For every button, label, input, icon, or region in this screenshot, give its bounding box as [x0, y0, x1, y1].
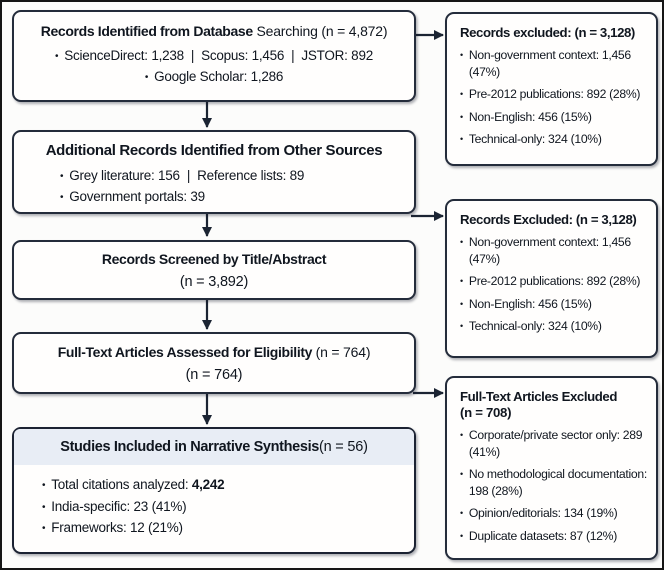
- box-records-screened: Records Screened by Title/Abstract (n = …: [12, 240, 416, 300]
- box-title: Records Identified from Database Searchi…: [14, 23, 414, 39]
- bullet-text: Duplicate datasets: 87 (12%): [468, 528, 617, 543]
- bullet-label: Total citations analyzed:: [51, 477, 192, 492]
- bullet-text: Non-English: 456 (15%): [468, 296, 592, 311]
- box-bullets: • Non-government context: 1,456 (47%) • Pr…: [460, 47, 649, 148]
- bullet-item: • Non-English: 456 (15%): [460, 109, 649, 126]
- bullet-text: No methodological documentation: 198 (28…: [468, 467, 647, 498]
- bullet-item: • Frameworks: 12 (21%): [42, 517, 404, 539]
- bullet-dot: •: [60, 191, 64, 203]
- bullet-text: Pre-2012 publications: 892 (28%): [468, 274, 641, 289]
- box-studies-included: Studies Included in Narrative Synthesis …: [12, 427, 416, 554]
- bullet-dot: •: [460, 530, 463, 541]
- box-count: (n = 3,892): [179, 273, 249, 290]
- box-records-identified: Records Identified from Database Searchi…: [12, 10, 416, 102]
- box-content: Full-Text Articles Excluded (n = 708) • C…: [447, 378, 656, 555]
- box-content: Records Excluded: (n = 3,128) • Non-gover…: [447, 201, 656, 345]
- bullet-item: • Total citations analyzed: 4,242: [42, 474, 404, 496]
- box-title: Records Screened by Title/Abstract: [101, 250, 327, 267]
- box-bullets: • Non-government context: 1,456 (47%) • Pr…: [460, 234, 649, 335]
- bullet-dot: •: [144, 71, 149, 83]
- bullet-item: • Non-English: 456 (15%): [460, 296, 649, 313]
- box-records-excluded-mid: Records Excluded: (n = 3,128) • Non-gover…: [445, 199, 658, 358]
- bullet-item: • ScienceDirect: 1,238 | Scopus: 1,456 | …: [14, 46, 414, 67]
- bullet-item: • Duplicate datasets: 87 (12%): [460, 528, 649, 545]
- box-bullets: • Corporate/private sector only: 289 (41%…: [460, 427, 649, 545]
- bullet-value: 4,242: [191, 477, 225, 492]
- title-count: (n = 56): [318, 439, 368, 455]
- bullet-text: Pre-2012 publications: 892 (28%): [468, 87, 641, 102]
- box-content: Records excluded: (n = 3,128) • Non-gover…: [447, 14, 656, 158]
- bullet-item: • Non-government context: 1,456 (47%): [460, 47, 649, 81]
- bullet-text: Google Scholar: 1,286: [154, 68, 284, 84]
- bullet-dot: •: [460, 469, 463, 480]
- bullet-item: • Non-government context: 1,456 (47%): [460, 234, 649, 268]
- bullet-text: Government portals: 39: [69, 188, 205, 204]
- bullet-text: Non-English: 456 (15%): [468, 109, 592, 124]
- bullet-text: ScienceDirect: 1,238 | Scopus: 1,456 | J…: [64, 48, 373, 63]
- title-count: Searching (n = 4,872): [252, 23, 388, 39]
- bullet-item: • Government portals: 39: [60, 187, 414, 208]
- box-title: Records Excluded: (n = 3,128): [460, 212, 637, 227]
- bullet-dot: •: [460, 321, 463, 332]
- bullet-dot: •: [460, 430, 463, 440]
- box-fulltext-excluded: Full-Text Articles Excluded (n = 708) • C…: [445, 376, 658, 560]
- box-bullets: • Total citations analyzed: 4,242 • India-…: [14, 465, 414, 539]
- bullet-dot: •: [60, 171, 64, 182]
- bullet-item: • Pre-2012 publications: 892 (28%): [460, 86, 649, 103]
- bullet-item: • India-specific: 23 (41%): [42, 496, 404, 518]
- title-bold: Full-Text Articles Assessed for Eligibil…: [57, 343, 316, 360]
- box-title: Full-Text Articles Assessed for Eligibil…: [58, 344, 371, 360]
- bullet-item: • No methodological documentation: 198 (2…: [460, 466, 649, 500]
- box-fulltext-assessed: Full-Text Articles Assessed for Eligibil…: [12, 332, 416, 394]
- bullet-dot: •: [460, 134, 463, 145]
- box-bullets: • Grey literature: 156 | Reference lists:…: [14, 166, 414, 208]
- title-count: (n = 764): [315, 343, 371, 360]
- bullet-dot: •: [460, 50, 463, 60]
- box-records-excluded-top: Records excluded: (n = 3,128) • Non-gover…: [445, 12, 658, 166]
- bullet-dot: •: [460, 298, 463, 309]
- box-count: (n = 764): [185, 366, 243, 383]
- bullet-text: Frameworks: 12 (21%): [51, 520, 183, 536]
- bullet-item: • Grey literature: 156 | Reference lists:…: [60, 166, 414, 187]
- bullet-dot: •: [460, 237, 463, 247]
- box-title: Full-Text Articles Excluded: [460, 389, 618, 404]
- bullet-dot: •: [460, 508, 463, 519]
- bullet-item: • Pre-2012 publications: 892 (28%): [460, 273, 649, 290]
- bullet-dot: •: [42, 480, 46, 491]
- box-additional-records: Additional Records Identified from Other…: [12, 130, 416, 214]
- bullet-item: • Technical-only: 324 (10%): [460, 131, 649, 148]
- bullet-dot: •: [55, 51, 59, 62]
- bullet-dot: •: [42, 501, 46, 513]
- bullet-text: Technical-only: 324 (10%): [468, 319, 602, 334]
- bullet-dot: •: [460, 89, 463, 100]
- bullet-text: Non-government context: 1,456 (47%): [468, 235, 631, 266]
- bullet-text: Total citations analyzed: 4,242: [51, 477, 224, 492]
- bullet-text: Opinion/editorials: 134 (19%): [468, 506, 618, 521]
- bullet-text: Grey literature: 156 | Reference lists: …: [69, 168, 305, 183]
- included-header-band: Studies Included in Narrative Synthesis …: [14, 429, 414, 465]
- title-database: Database: [193, 23, 253, 39]
- bullet-item: • Opinion/editorials: 134 (19%): [460, 505, 649, 522]
- bullet-item: • Google Scholar: 1,286: [14, 67, 414, 88]
- box-title: Additional Records Identified from Other…: [45, 142, 383, 159]
- bullet-text: Corporate/private sector only: 289 (41%): [468, 428, 643, 459]
- bullet-item: • Technical-only: 324 (10%): [460, 318, 649, 335]
- bullet-text: Non-government context: 1,456 (47%): [468, 48, 631, 79]
- bullet-item: • Corporate/private sector only: 289 (41%…: [460, 427, 649, 461]
- bullet-dot: •: [460, 276, 463, 287]
- title-bold: Studies Included in Narrative Synthesis: [60, 439, 319, 455]
- bullet-dot: •: [460, 111, 463, 122]
- bullet-text: Technical-only: 324 (10%): [468, 132, 602, 147]
- bullet-text: India-specific: 23 (41%): [51, 498, 187, 514]
- box-count: (n = 708): [460, 405, 512, 420]
- box-bullets: • ScienceDirect: 1,238 | Scopus: 1,456 | …: [14, 46, 414, 88]
- box-title: Records excluded: (n = 3,128): [460, 25, 635, 40]
- bullet-dot: •: [42, 523, 46, 535]
- title-bold: Records Identified from: [40, 23, 194, 39]
